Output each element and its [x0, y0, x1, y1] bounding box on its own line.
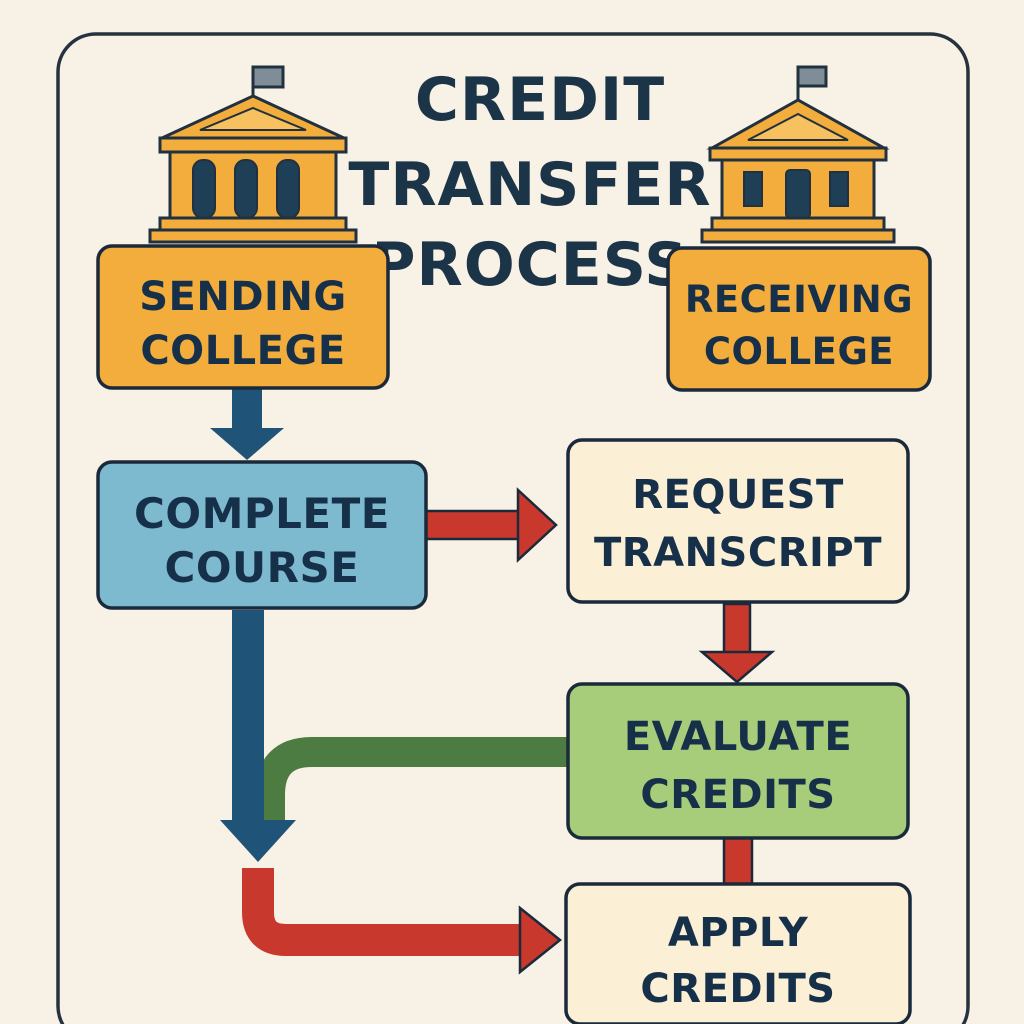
title-line-1: CREDIT — [415, 65, 665, 135]
node-sending-college-line-1: SENDING — [139, 274, 347, 320]
diagram-title: CREDIT TRANSFER PROCESS — [348, 65, 711, 300]
node-apply-credits: APPLY CREDITS — [564, 882, 912, 1024]
title-line-3: PROCESS — [372, 230, 689, 300]
arrow-sending-to-complete — [210, 388, 284, 460]
node-sending-college-line-2: COLLEGE — [140, 328, 345, 374]
node-evaluate-credits-line-2: CREDITS — [640, 772, 835, 818]
node-receiving-college: RECEIVING COLLEGE — [666, 246, 932, 392]
node-evaluate-credits-line-1: EVALUATE — [624, 714, 852, 760]
diagram-frame — [56, 32, 970, 1024]
node-request-transcript-line-2: TRANSCRIPT — [594, 530, 882, 576]
node-complete-course-line-1: COMPLETE — [134, 489, 390, 538]
arrow-evaluate-feedback — [255, 737, 570, 822]
college-building-icon — [148, 65, 358, 244]
arrow-evaluate-to-apply — [722, 836, 754, 886]
node-request-transcript-line-1: REQUEST — [632, 472, 844, 518]
arrow-complete-down — [220, 610, 296, 862]
arrow-complete-to-request — [424, 487, 558, 563]
node-apply-credits-line-2: CREDITS — [640, 966, 835, 1012]
node-apply-credits-line-1: APPLY — [668, 910, 809, 956]
node-request-transcript: REQUEST TRANSCRIPT — [566, 438, 910, 604]
node-receiving-college-line-1: RECEIVING — [685, 278, 913, 321]
node-receiving-college-line-2: COLLEGE — [704, 330, 894, 373]
node-evaluate-credits: EVALUATE CREDITS — [566, 682, 910, 840]
college-building-icon — [700, 65, 896, 244]
title-line-2: TRANSFER — [348, 150, 711, 220]
arrow-request-to-evaluate — [698, 602, 776, 684]
arrow-to-apply — [242, 868, 563, 975]
node-complete-course: COMPLETE COURSE — [96, 460, 428, 610]
node-complete-course-line-2: COURSE — [165, 543, 360, 592]
node-sending-college: SENDING COLLEGE — [96, 244, 390, 390]
